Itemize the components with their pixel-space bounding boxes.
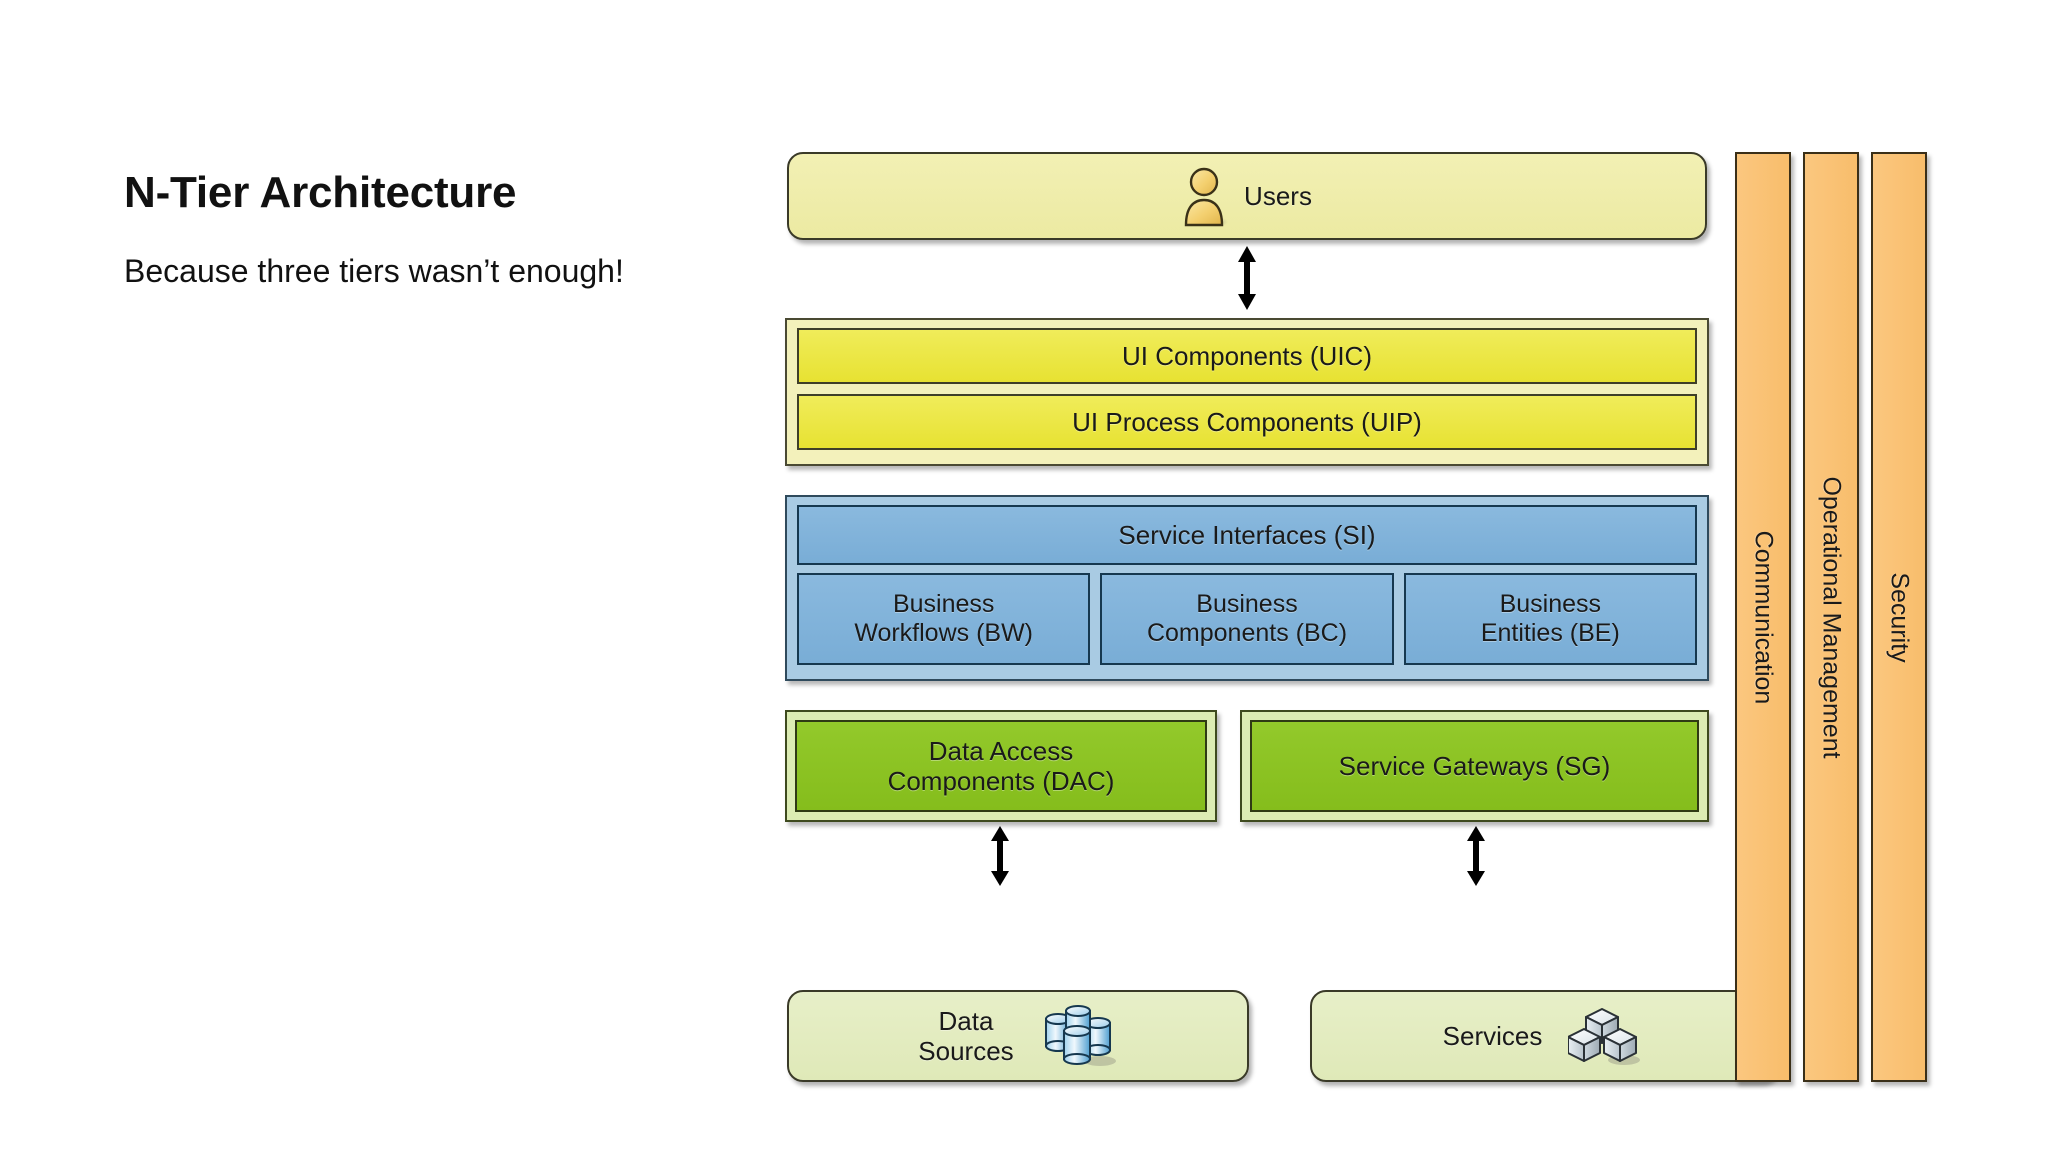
business-components-line2: Components (BC) (1146, 619, 1348, 647)
data-access-components-box[interactable]: Data Access Components (DAC) (795, 720, 1207, 812)
service-gateways-box[interactable]: Service Gateways (SG) (1250, 720, 1699, 812)
business-entities-box[interactable]: Business Entities (BE) (1403, 573, 1697, 665)
users-label: Users (1244, 180, 1312, 211)
ui-tier-container: UI Components (UIC) UI Process Component… (785, 318, 1709, 466)
cubes-icon (1567, 1005, 1644, 1067)
data-sources-content: Data Sources (789, 1003, 1247, 1069)
business-components-box[interactable]: Business Components (BC) (1100, 573, 1394, 665)
data-sources-line1: Data (938, 1005, 994, 1036)
services-box[interactable]: Services (1310, 990, 1777, 1082)
security-label: Security (1885, 571, 1914, 663)
service-gateways-label: Service Gateways (SG) (1338, 750, 1611, 781)
data-access-line2: Components (DAC) (887, 766, 1115, 796)
service-interfaces-label: Service Interfaces (SI) (1118, 519, 1376, 550)
ui-components-label: UI Components (UIC) (1122, 340, 1372, 371)
arrow-dac-to-data-sources (987, 826, 1013, 886)
page-title: N-Tier Architecture (124, 168, 517, 217)
data-sources-label: Data Sources (918, 1006, 1013, 1066)
business-components-line1: Business (1196, 590, 1298, 618)
services-content: Services (1312, 1005, 1775, 1067)
crosscutting-bar-security[interactable]: Security (1871, 152, 1927, 1082)
data-sources-line2: Sources (918, 1036, 1014, 1066)
arrow-sg-to-services (1463, 826, 1489, 886)
user-icon (1182, 165, 1230, 227)
business-workflows-label: Business Workflows (BW) (854, 590, 1033, 648)
database-icon (1040, 1003, 1118, 1069)
crosscutting-bar-operational-management[interactable]: Operational Management (1803, 152, 1859, 1082)
data-sources-box[interactable]: Data Sources (787, 990, 1249, 1082)
users-box[interactable]: Users (787, 152, 1707, 240)
crosscutting-bar-communication[interactable]: Communication (1735, 152, 1791, 1082)
ui-components-box[interactable]: UI Components (UIC) (797, 328, 1697, 384)
service-gateways-container: Service Gateways (SG) (1240, 710, 1709, 822)
business-workflows-line1: Business (892, 590, 995, 618)
business-components-label: Business Components (BC) (1147, 590, 1347, 648)
business-tier-container: Service Interfaces (SI) Business Workflo… (785, 495, 1709, 681)
services-label: Services (1442, 1020, 1543, 1051)
page-subtitle: Because three tiers wasn’t enough! (124, 253, 624, 289)
users-content: Users (1182, 165, 1312, 227)
business-entities-line1: Business (1499, 590, 1602, 618)
data-access-container: Data Access Components (DAC) (785, 710, 1217, 822)
business-entities-label: Business Entities (BE) (1481, 590, 1620, 648)
operational-management-label: Operational Management (1817, 475, 1846, 759)
n-tier-architecture-diagram: Users UI Components (UIC) UI Process Com… (785, 150, 1975, 1082)
communication-label: Communication (1749, 530, 1778, 704)
arrow-users-to-ui (1234, 246, 1260, 310)
data-access-line1: Data Access (928, 735, 1074, 766)
service-interfaces-box[interactable]: Service Interfaces (SI) (797, 505, 1697, 565)
business-entities-line2: Entities (BE) (1480, 619, 1620, 647)
ui-process-components-label: UI Process Components (UIP) (1072, 406, 1422, 437)
business-workflows-line2: Workflows (BW) (854, 619, 1034, 647)
business-workflows-box[interactable]: Business Workflows (BW) (797, 573, 1091, 665)
business-tier-row: Business Workflows (BW) Business Compone… (797, 573, 1697, 665)
data-access-components-label: Data Access Components (DAC) (888, 736, 1115, 796)
ui-process-components-box[interactable]: UI Process Components (UIP) (797, 394, 1697, 450)
